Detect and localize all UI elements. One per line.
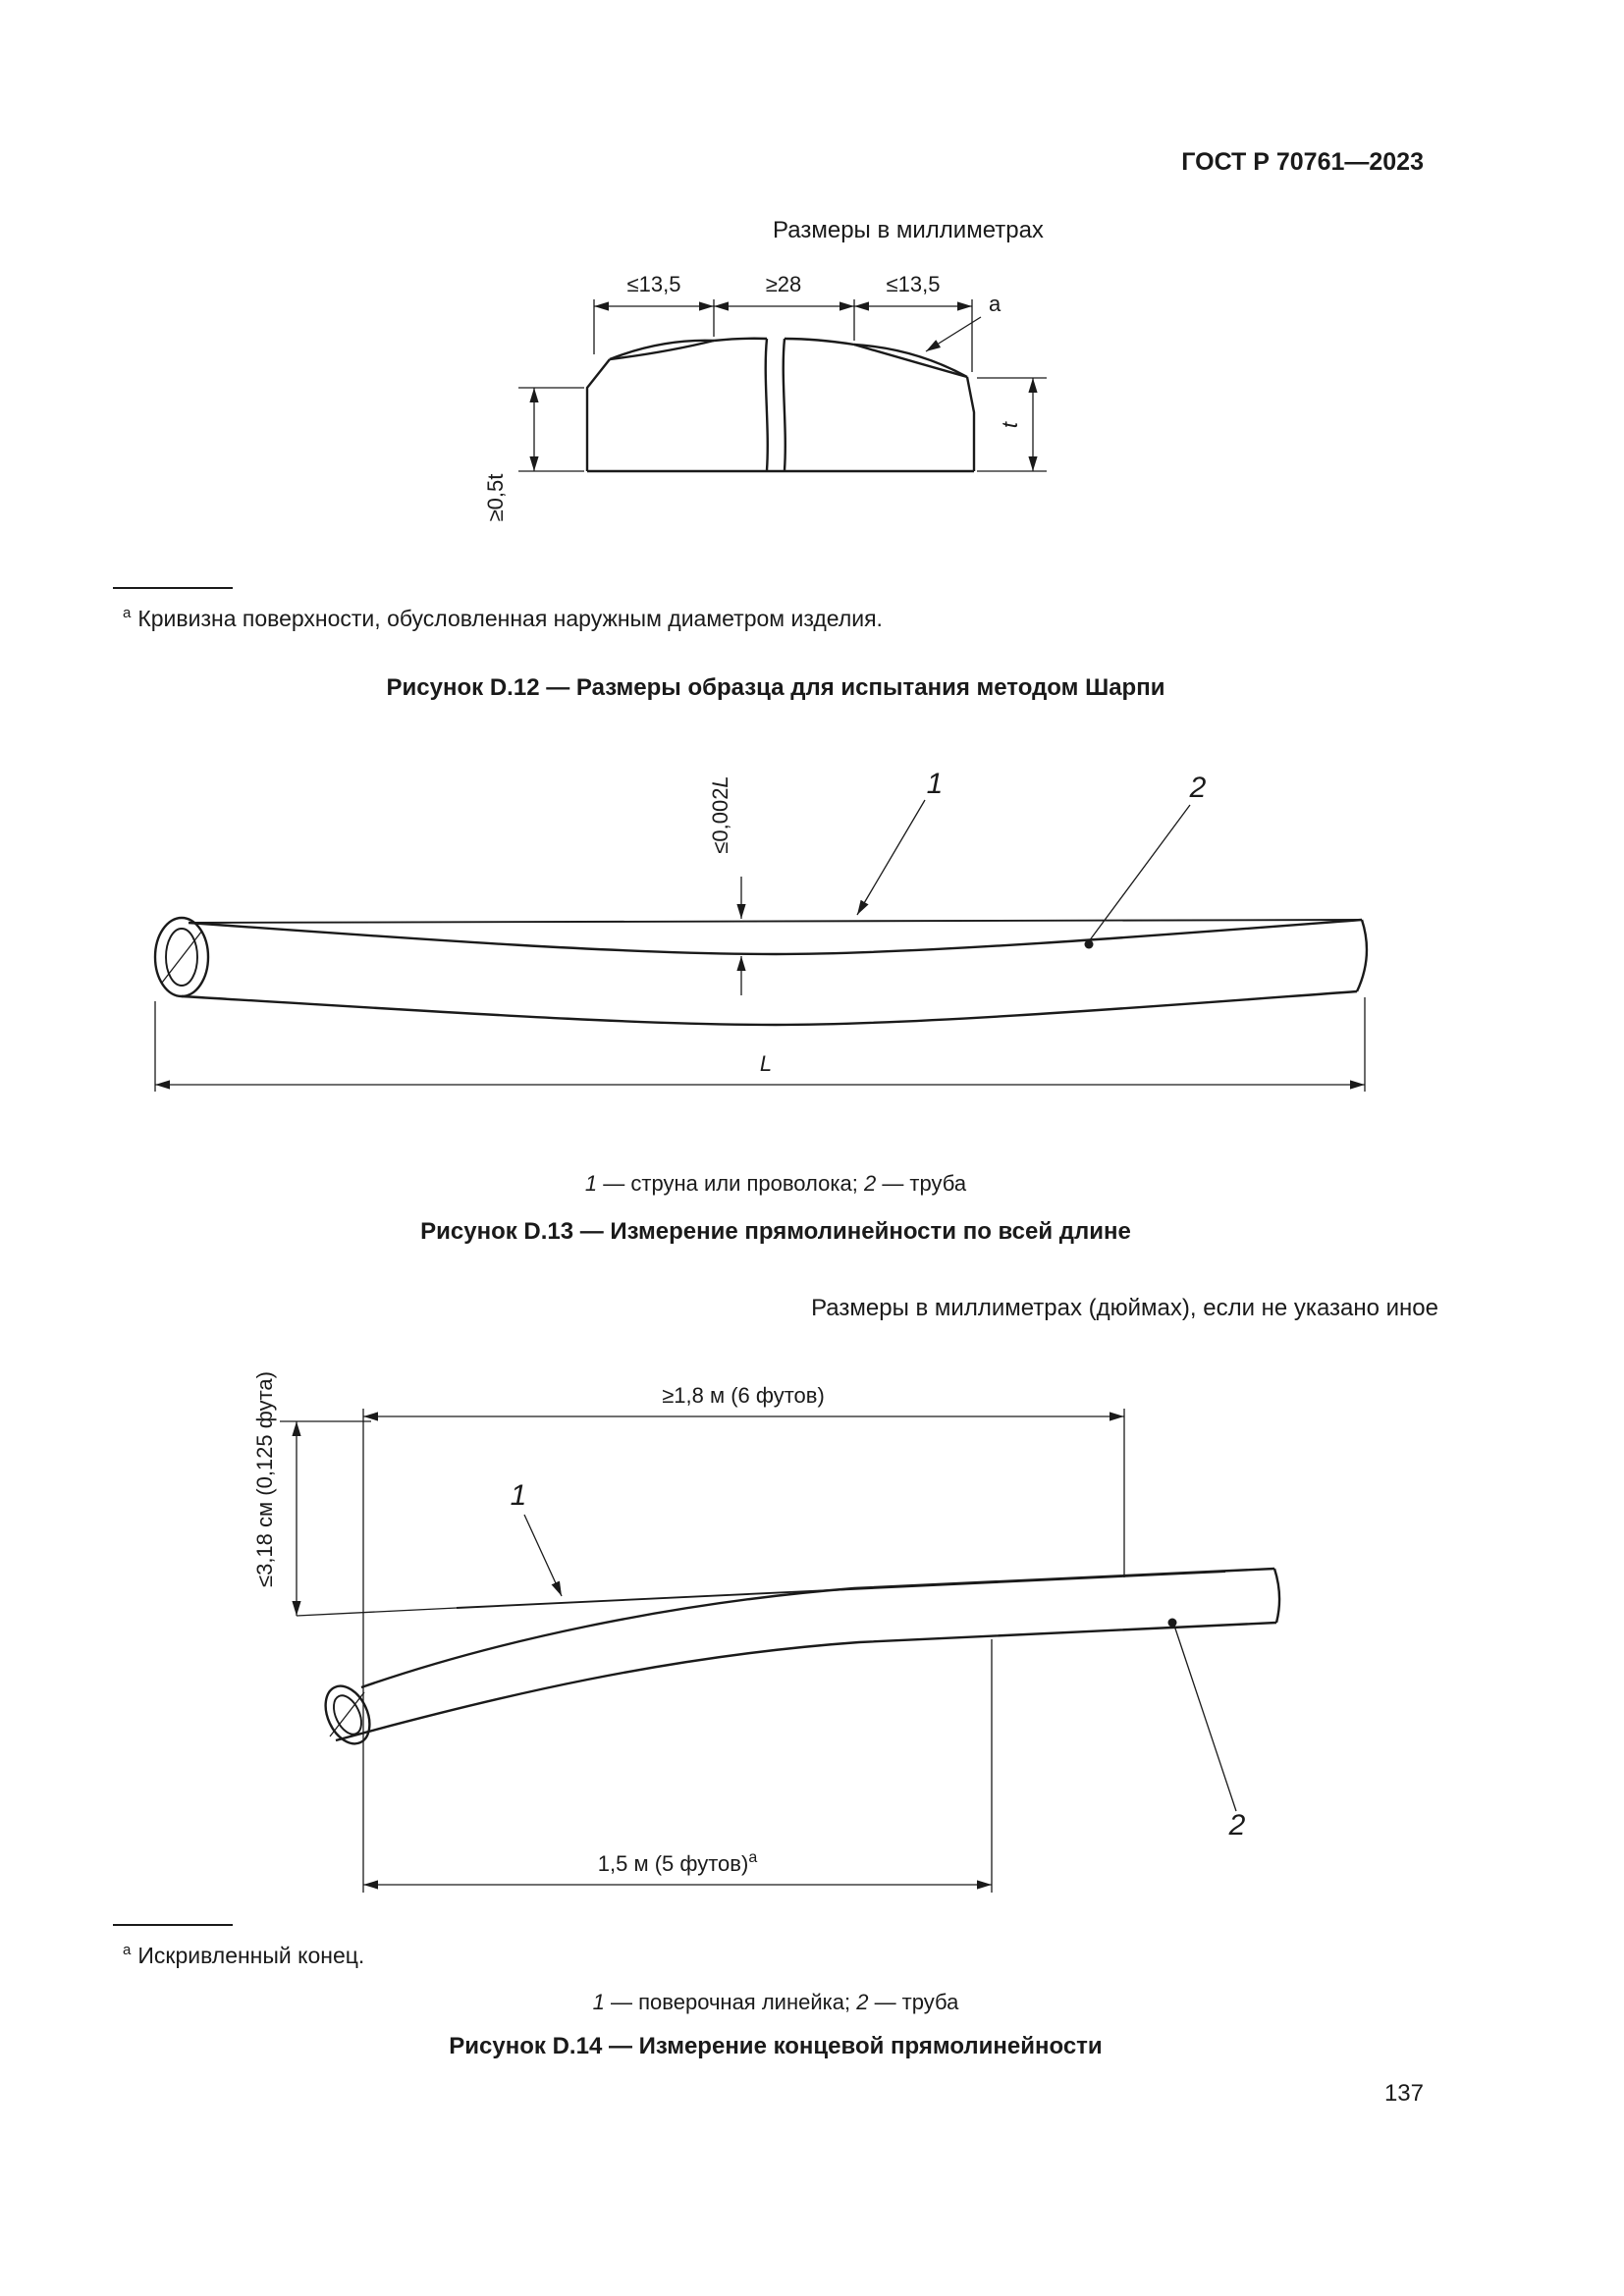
- fig12-thickness-label: t: [998, 421, 1022, 428]
- fig13-drawing: ≤0,002L 1 2 L: [153, 768, 1369, 1092]
- tube-outline: [153, 916, 1369, 1027]
- fig12-footnote-rule: [113, 587, 233, 589]
- fig14-end-dimension: [363, 1639, 993, 1893]
- tube-end-centermark: [329, 1691, 365, 1737]
- fig14-footnote-rule: [113, 1924, 233, 1926]
- fig12-units-note: Размеры в миллиметрах: [773, 217, 1044, 243]
- fig13-callout-2-dot: [1084, 939, 1094, 949]
- fig13-legend-num1: 1: [584, 1171, 598, 1196]
- page-number: 137: [1383, 2080, 1424, 2107]
- fig14-offset-label: ≤3,18 см (0,125 фута): [252, 1371, 277, 1587]
- fig12-min-height-label: ≥0,5t: [483, 474, 508, 522]
- curved-tube-outline: [324, 1567, 1281, 1745]
- page-header: ГОСТ Р 70761—2023: [1181, 148, 1424, 176]
- fig14-callout-1-leader: [523, 1514, 563, 1597]
- fig14-end-label: 1,5 м (5 футов)a: [598, 1849, 758, 1876]
- fig14-legend: 1 — поверочная линейка; 2 — труба: [137, 1989, 1414, 2016]
- fig12-dimension-lines: [518, 299, 1047, 472]
- fig14-footnote-text: Искривленный конец.: [137, 1943, 365, 1968]
- fig14-legend-text1: — поверочная линейка;: [604, 1990, 857, 2014]
- fig13-gap-label: ≤0,002L: [708, 775, 732, 853]
- fig14-length-dimension: [362, 1409, 1125, 1893]
- straightedge-extension-line: [296, 1607, 458, 1617]
- fig12-footnote: a Кривизна поверхности, обусловленная нар…: [123, 605, 1301, 633]
- fig14-callout-2-leader: [1173, 1625, 1237, 1812]
- fig14-callout-2-dot: [1167, 1618, 1177, 1628]
- fig14-legend-num1: 1: [592, 1990, 605, 2014]
- fig13-legend-num2: 2: [863, 1171, 877, 1196]
- fig14-drawing: ≥1,8 м (6 футов) ≤3,18 см (0,125 фута) 1…: [252, 1371, 1281, 1893]
- fig12-dim-mid-label: ≥28: [766, 272, 802, 296]
- fig14-footnote: a Искривленный конец.: [123, 1942, 1301, 1970]
- fig13-length-dimension: [154, 997, 1366, 1092]
- fig13-length-label: L: [760, 1051, 772, 1076]
- fig12-footnote-text: Кривизна поверхности, обусловленная нару…: [137, 606, 883, 631]
- charpy-specimen-outline: [585, 337, 976, 473]
- fig13-gap-value: ≤0,002: [708, 788, 732, 854]
- fig12-drawing: ≤13,5 ≥28 ≤13,5 a t ≥0,5t: [483, 272, 1047, 522]
- fig14-end-sup: a: [748, 1849, 757, 1866]
- fig14-legend-num2: 2: [856, 1990, 869, 2014]
- fig13-legend-text1: — струна или проволока;: [597, 1171, 864, 1196]
- fig14-legend-text2: — труба: [868, 1990, 959, 2014]
- fig14-caption: Рисунок D.14 — Измерение концевой прямол…: [449, 2033, 1103, 2059]
- string-line: [188, 919, 1363, 924]
- fig14-length-label: ≥1,8 м (6 футов): [662, 1383, 825, 1408]
- fig14-callout-2: 2: [1228, 1809, 1246, 1842]
- fig14-units-note: Размеры в миллиметрах (дюймах), если не …: [811, 1295, 1438, 1321]
- fig13-legend: 1 — струна или проволока; 2 — труба: [137, 1170, 1414, 1198]
- fig12-caption: Рисунок D.12 — Размеры образца для испыт…: [386, 674, 1165, 701]
- fig14-callout-1: 1: [511, 1479, 527, 1512]
- fig12-surface-callout: a: [989, 292, 1001, 316]
- fig13-callout-2: 2: [1189, 772, 1207, 804]
- fig13-callout-1-leader: [856, 799, 926, 916]
- fig13-legend-text2: — труба: [876, 1171, 967, 1196]
- tube-end-centermark: [161, 930, 203, 984]
- fig13-callout-2-leader: [1088, 804, 1191, 942]
- fig12-dim-left-label: ≤13,5: [627, 272, 681, 296]
- fig14-footnote-marker: a: [123, 1942, 132, 1959]
- fig12-dim-right-label: ≤13,5: [887, 272, 941, 296]
- fig14-end-value: 1,5 м (5 футов): [598, 1851, 749, 1876]
- fig14-offset-dimension: [280, 1420, 371, 1616]
- fig13-gap-var: L: [708, 775, 732, 787]
- fig13-caption: Рисунок D.13 — Измерение прямолинейности…: [420, 1218, 1131, 1245]
- fig12-footnote-marker: a: [123, 605, 132, 622]
- fig13-callout-1: 1: [927, 768, 944, 800]
